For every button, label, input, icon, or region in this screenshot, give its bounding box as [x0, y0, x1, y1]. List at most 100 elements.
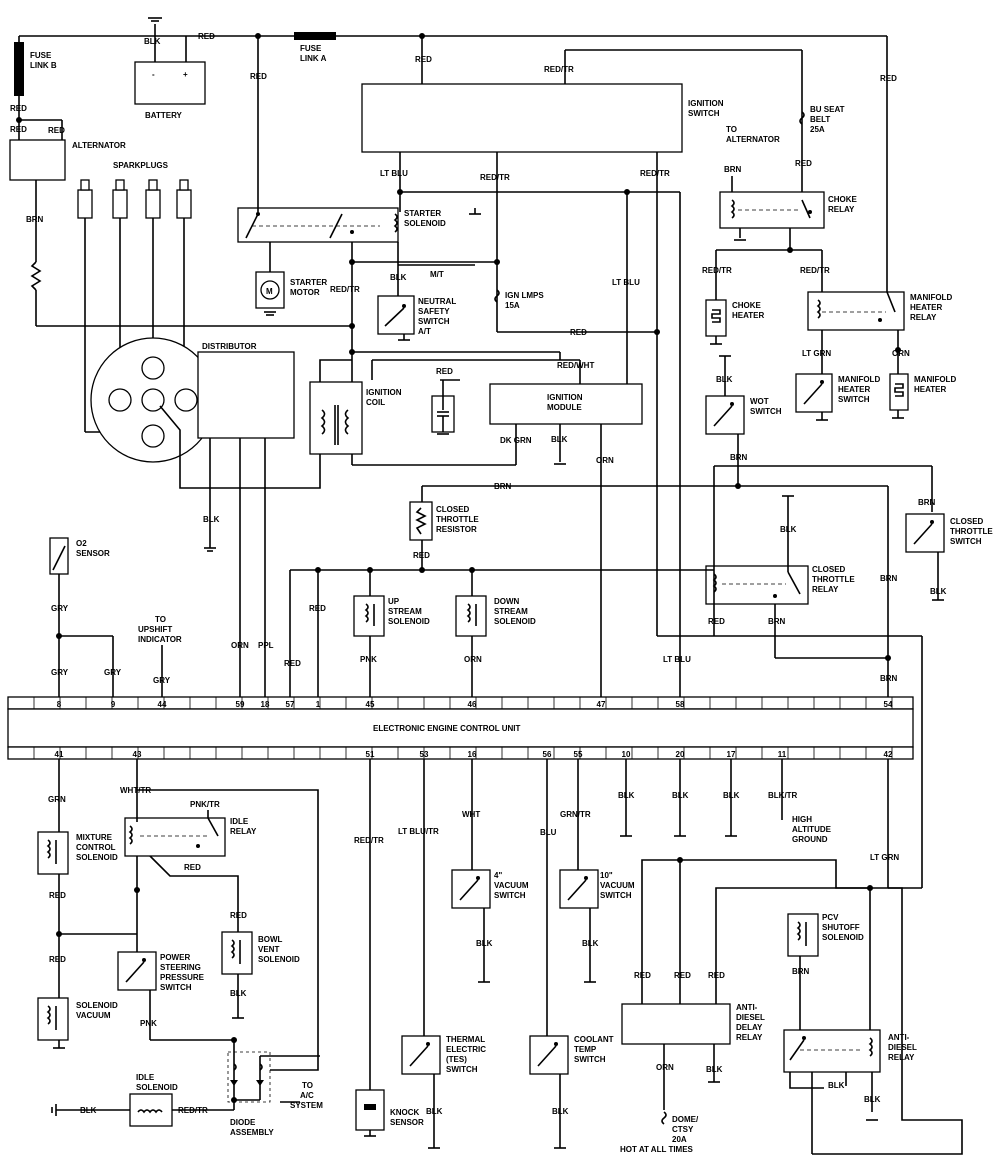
- svg-text:PPL: PPL: [258, 641, 274, 650]
- svg-text:SOLENOID: SOLENOID: [76, 853, 118, 862]
- alternator: ALTERNATOR BRN: [9, 139, 352, 327]
- svg-text:LT BLU: LT BLU: [380, 169, 408, 178]
- svg-text:HEATER: HEATER: [732, 311, 765, 320]
- svg-text:BRN: BRN: [918, 498, 936, 507]
- svg-text:RED/TR: RED/TR: [354, 836, 384, 845]
- svg-text:HEATER: HEATER: [838, 385, 871, 394]
- svg-text:CLOSED: CLOSED: [436, 505, 470, 514]
- fuse-link-a: FUSE LINK A: [294, 32, 336, 63]
- distributor: DISTRIBUTOR BLK: [90, 337, 352, 697]
- mixture-control-solenoid: GRN MIXTURE CONTROL SOLENOID RED RED: [37, 759, 137, 998]
- ecu-top-pin: 44: [158, 700, 167, 709]
- svg-text:RED: RED: [708, 971, 725, 980]
- up-stream-solenoid: UP STREAM SOLENOID PNK: [353, 570, 430, 697]
- svg-text:THROTTLE: THROTTLE: [812, 575, 855, 584]
- ecu-top-pin: 57: [286, 700, 295, 709]
- svg-text:BRN: BRN: [880, 574, 898, 583]
- svg-text:RED: RED: [880, 74, 897, 83]
- svg-text:BLK: BLK: [716, 375, 733, 384]
- svg-text:RED: RED: [10, 125, 27, 134]
- svg-text:SHUTOFF: SHUTOFF: [822, 923, 860, 932]
- svg-text:CLOSED: CLOSED: [812, 565, 846, 574]
- svg-text:RED/WHT: RED/WHT: [557, 361, 594, 370]
- svg-text:KNOCK: KNOCK: [390, 1108, 420, 1117]
- svg-text:-: -: [152, 70, 155, 79]
- svg-text:LT GRN: LT GRN: [870, 853, 899, 862]
- coolant-temp-switch: BLU COOLANT TEMP SWITCH BLK: [529, 759, 614, 1149]
- svg-text:BLK: BLK: [144, 37, 161, 46]
- svg-text:SOLENOID: SOLENOID: [258, 955, 300, 964]
- svg-text:RELAY: RELAY: [230, 827, 257, 836]
- svg-text:ORN: ORN: [892, 349, 910, 358]
- svg-text:RED: RED: [184, 863, 201, 872]
- svg-text:COOLANT: COOLANT: [574, 1035, 614, 1044]
- svg-text:SOLENOID: SOLENOID: [136, 1083, 178, 1092]
- svg-text:LT BLU: LT BLU: [612, 278, 640, 287]
- svg-text:RED: RED: [48, 126, 65, 135]
- svg-text:ORN: ORN: [656, 1063, 674, 1072]
- diode-assembly: DIODE ASSEMBLY TO A/C SYSTEM: [227, 1040, 323, 1137]
- svg-text:SWITCH: SWITCH: [750, 407, 782, 416]
- svg-text:LINK B: LINK B: [30, 61, 57, 70]
- svg-text:STARTER: STARTER: [404, 209, 441, 218]
- ecu-top-pin: 8: [57, 700, 62, 709]
- ignition-switch: IGNITION SWITCH LT BLU RED/TR RED/TR LT …: [361, 83, 724, 697]
- choke-heater: CHOKE HEATER: [705, 299, 765, 345]
- svg-text:BRN: BRN: [880, 674, 898, 683]
- svg-text:M: M: [266, 287, 273, 296]
- svg-text:RED: RED: [708, 617, 725, 626]
- svg-text:A/T: A/T: [418, 327, 431, 336]
- closed-throttle-switch: BRN CLOSED THROTTLE SWITCH BLK: [905, 498, 993, 601]
- svg-text:IDLE: IDLE: [230, 817, 249, 826]
- svg-text:RED: RED: [49, 955, 66, 964]
- svg-text:RELAY: RELAY: [828, 205, 855, 214]
- svg-text:IGNITION: IGNITION: [688, 99, 724, 108]
- svg-text:RED: RED: [10, 104, 27, 113]
- svg-text:VACUUM: VACUUM: [76, 1011, 111, 1020]
- svg-text:DISTRIBUTOR: DISTRIBUTOR: [202, 342, 257, 351]
- power-wires: [18, 24, 888, 292]
- svg-text:RED: RED: [309, 604, 326, 613]
- svg-text:GRN: GRN: [48, 795, 66, 804]
- svg-text:RED/TR: RED/TR: [544, 65, 574, 74]
- svg-text:SOLENOID: SOLENOID: [494, 617, 536, 626]
- ecu-bottom-pin: 51: [366, 750, 375, 759]
- svg-text:ALTERNATOR: ALTERNATOR: [726, 135, 780, 144]
- svg-text:BLK: BLK: [706, 1065, 723, 1074]
- vacuum-switch-4: WHT 4" VACUUM SWITCH BLK: [451, 759, 529, 983]
- svg-text:TO: TO: [726, 125, 737, 134]
- svg-text:VACUUM: VACUUM: [494, 881, 529, 890]
- svg-text:SYSTEM: SYSTEM: [290, 1101, 323, 1110]
- ecu-bottom-pin: 43: [133, 750, 142, 759]
- solenoid-vacuum: SOLENOID VACUUM: [37, 997, 118, 1049]
- svg-text:10": 10": [600, 871, 613, 880]
- svg-text:WHT/TR: WHT/TR: [120, 786, 151, 795]
- closed-throttle-resistor: BRN CLOSED THROTTLE RESISTOR RED: [409, 482, 888, 573]
- ecu-bottom-pin: 41: [55, 750, 64, 759]
- svg-text:BLK: BLK: [203, 515, 220, 524]
- svg-text:SOLENOID: SOLENOID: [404, 219, 446, 228]
- svg-text:GROUND: GROUND: [792, 835, 828, 844]
- idle-solenoid: BLK IDLE SOLENOID RED/TR: [51, 1073, 234, 1127]
- svg-text:BLK: BLK: [390, 273, 407, 282]
- svg-text:THROTTLE: THROTTLE: [436, 515, 479, 524]
- svg-text:BLK: BLK: [723, 791, 740, 800]
- upshift-indicator: TO UPSHIFT INDICATOR GRY ORN PPL: [138, 615, 274, 697]
- svg-text:TEMP: TEMP: [574, 1045, 597, 1054]
- svg-text:SWITCH: SWITCH: [688, 109, 720, 118]
- svg-text:PNK/TR: PNK/TR: [190, 800, 220, 809]
- manifold-heater: MANIFOLD HEATER: [889, 373, 956, 419]
- anti-diesel-delay-relay: RED RED RED ANTI- DIESEL DELAY RELAY BLK…: [620, 857, 922, 1154]
- svg-text:BLU: BLU: [540, 828, 557, 837]
- svg-text:BLK: BLK: [476, 939, 493, 948]
- svg-text:SWITCH: SWITCH: [160, 983, 192, 992]
- ecu-top-pin: 9: [111, 700, 116, 709]
- svg-text:MANIFOLD: MANIFOLD: [910, 293, 952, 302]
- svg-text:HEATER: HEATER: [914, 385, 947, 394]
- svg-text:ELECTRIC: ELECTRIC: [446, 1045, 486, 1054]
- svg-text:VENT: VENT: [258, 945, 279, 954]
- svg-text:RED: RED: [570, 328, 587, 337]
- ecu-top-pin: 58: [676, 700, 685, 709]
- ecu-bottom-pin: 42: [884, 750, 893, 759]
- manifold-heater-relay: MANIFOLD HEATER RELAY LT GRN ORN: [802, 291, 952, 374]
